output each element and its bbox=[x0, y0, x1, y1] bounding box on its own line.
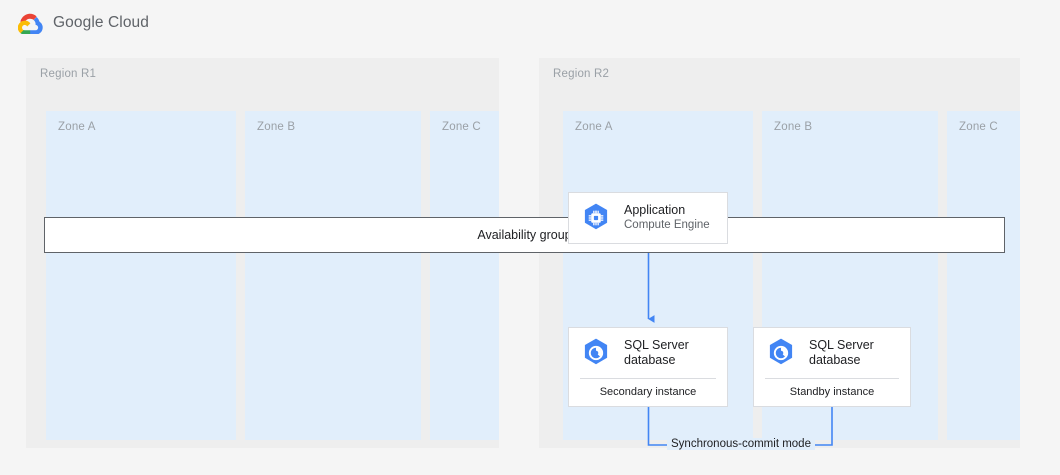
node-card-application-text: Application Compute Engine bbox=[624, 203, 710, 233]
availability-group-label: Availability group bbox=[477, 228, 572, 242]
node-title-application: Application bbox=[624, 203, 686, 217]
zone-label-r2-b: Zone B bbox=[774, 121, 813, 133]
node-title-sql-secondary: SQL Server database bbox=[624, 338, 689, 367]
diagram-canvas: Region R1 Zone A Zone B Zone C Region R2… bbox=[0, 46, 1060, 475]
node-subtitle-application: Compute Engine bbox=[624, 219, 710, 231]
page-header: Google Cloud bbox=[0, 0, 1060, 46]
zone-label-r1-c: Zone C bbox=[442, 121, 481, 133]
node-title-sql-standby: SQL Server database bbox=[809, 338, 874, 367]
sql-server-database-icon bbox=[580, 337, 612, 369]
region-label-r2: Region R2 bbox=[553, 68, 610, 80]
node-footer-sql-secondary: Secondary instance bbox=[599, 386, 697, 398]
node-card-sql-standby-body: SQL Server database bbox=[754, 328, 910, 378]
node-card-sql-secondary-text: SQL Server database bbox=[624, 338, 689, 368]
node-card-application-body: Application Compute Engine bbox=[569, 193, 727, 243]
compute-engine-icon bbox=[580, 202, 612, 234]
zone-column-r2-c: Zone C bbox=[947, 111, 1020, 440]
zone-column-r1-b: Zone B bbox=[245, 111, 421, 440]
node-footer-sql-standby: Standby instance bbox=[789, 386, 875, 398]
brand: Google Cloud bbox=[18, 12, 149, 34]
region-label-r1: Region R1 bbox=[40, 68, 97, 80]
connector-label-synchronous-commit-mode: Synchronous-commit mode bbox=[667, 438, 815, 450]
node-card-sql-standby-divider bbox=[765, 378, 899, 379]
zone-label-r1-b: Zone B bbox=[257, 121, 296, 133]
region-panel-r1: Region R1 Zone A Zone B Zone C bbox=[26, 58, 499, 448]
sql-server-database-icon bbox=[765, 337, 797, 369]
zone-column-r1-a: Zone A bbox=[46, 111, 236, 440]
node-card-sql-secondary-body: SQL Server database bbox=[569, 328, 727, 378]
zone-label-r2-c: Zone C bbox=[959, 121, 998, 133]
node-card-application[interactable]: Application Compute Engine bbox=[568, 192, 728, 244]
node-card-sql-secondary[interactable]: SQL Server database Secondary instance bbox=[568, 327, 728, 407]
zone-column-r1-c: Zone C bbox=[430, 111, 499, 440]
google-cloud-logo-icon bbox=[18, 12, 44, 34]
zone-label-r1-a: Zone A bbox=[58, 121, 96, 133]
node-card-sql-standby-text: SQL Server database bbox=[809, 338, 874, 368]
zone-label-r2-a: Zone A bbox=[575, 121, 613, 133]
node-card-sql-secondary-divider bbox=[580, 378, 716, 379]
availability-group-bar[interactable]: Availability group bbox=[44, 217, 1005, 253]
brand-text: Google Cloud bbox=[53, 14, 149, 31]
node-card-sql-standby[interactable]: SQL Server database Standby instance bbox=[753, 327, 911, 407]
